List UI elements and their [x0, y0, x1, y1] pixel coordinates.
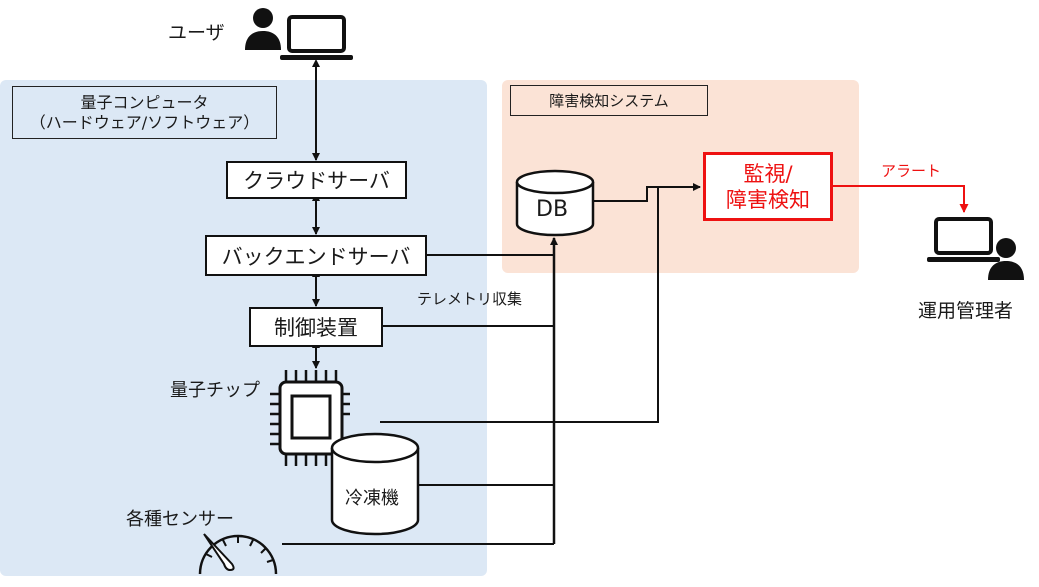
quantum-computer-title-line1: 量子コンピュータ [80, 92, 209, 112]
refrigerator-icon[interactable] [330, 432, 420, 537]
db-label: DB [536, 197, 569, 222]
db-icon[interactable] [515, 168, 595, 238]
detection-system-title: 障害検知システム [510, 85, 708, 116]
monitor-label-line2: 障害検知 [726, 187, 810, 212]
operator-laptop-icon [927, 217, 1000, 262]
telemetry-label: テレメトリ収集 [417, 290, 523, 308]
alert-line [833, 185, 969, 213]
alert-label: アラート [881, 162, 942, 180]
laptop-icon [280, 15, 353, 60]
user-label: ユーザ [168, 22, 225, 44]
operator-person-icon [988, 238, 1024, 280]
cloud-server-node[interactable]: クラウドサーバ [226, 161, 407, 199]
chip-monitor-line [380, 187, 659, 423]
quantum-computer-title-line2: （ハードウェア/ソフトウェア） [29, 112, 260, 132]
refrigerator-label: 冷凍機 [345, 488, 399, 509]
quantum-chip-label: 量子チップ [170, 380, 260, 401]
controller-node[interactable]: 制御装置 [249, 307, 383, 347]
gauge-icon[interactable] [196, 526, 280, 576]
operator-label: 運用管理者 [918, 300, 1014, 322]
monitor-detection-node[interactable]: 監視/ 障害検知 [703, 152, 833, 221]
backend-server-node[interactable]: バックエンドサーバ [205, 235, 427, 276]
db-monitor-line [594, 183, 701, 202]
monitor-label-line1: 監視/ [743, 161, 793, 186]
quantum-computer-title: 量子コンピュータ （ハードウェア/ソフトウェア） [12, 86, 277, 139]
sensors-label: 各種センサー [126, 509, 234, 530]
person-icon [245, 8, 281, 50]
quantum-chip-icon[interactable] [268, 368, 352, 470]
